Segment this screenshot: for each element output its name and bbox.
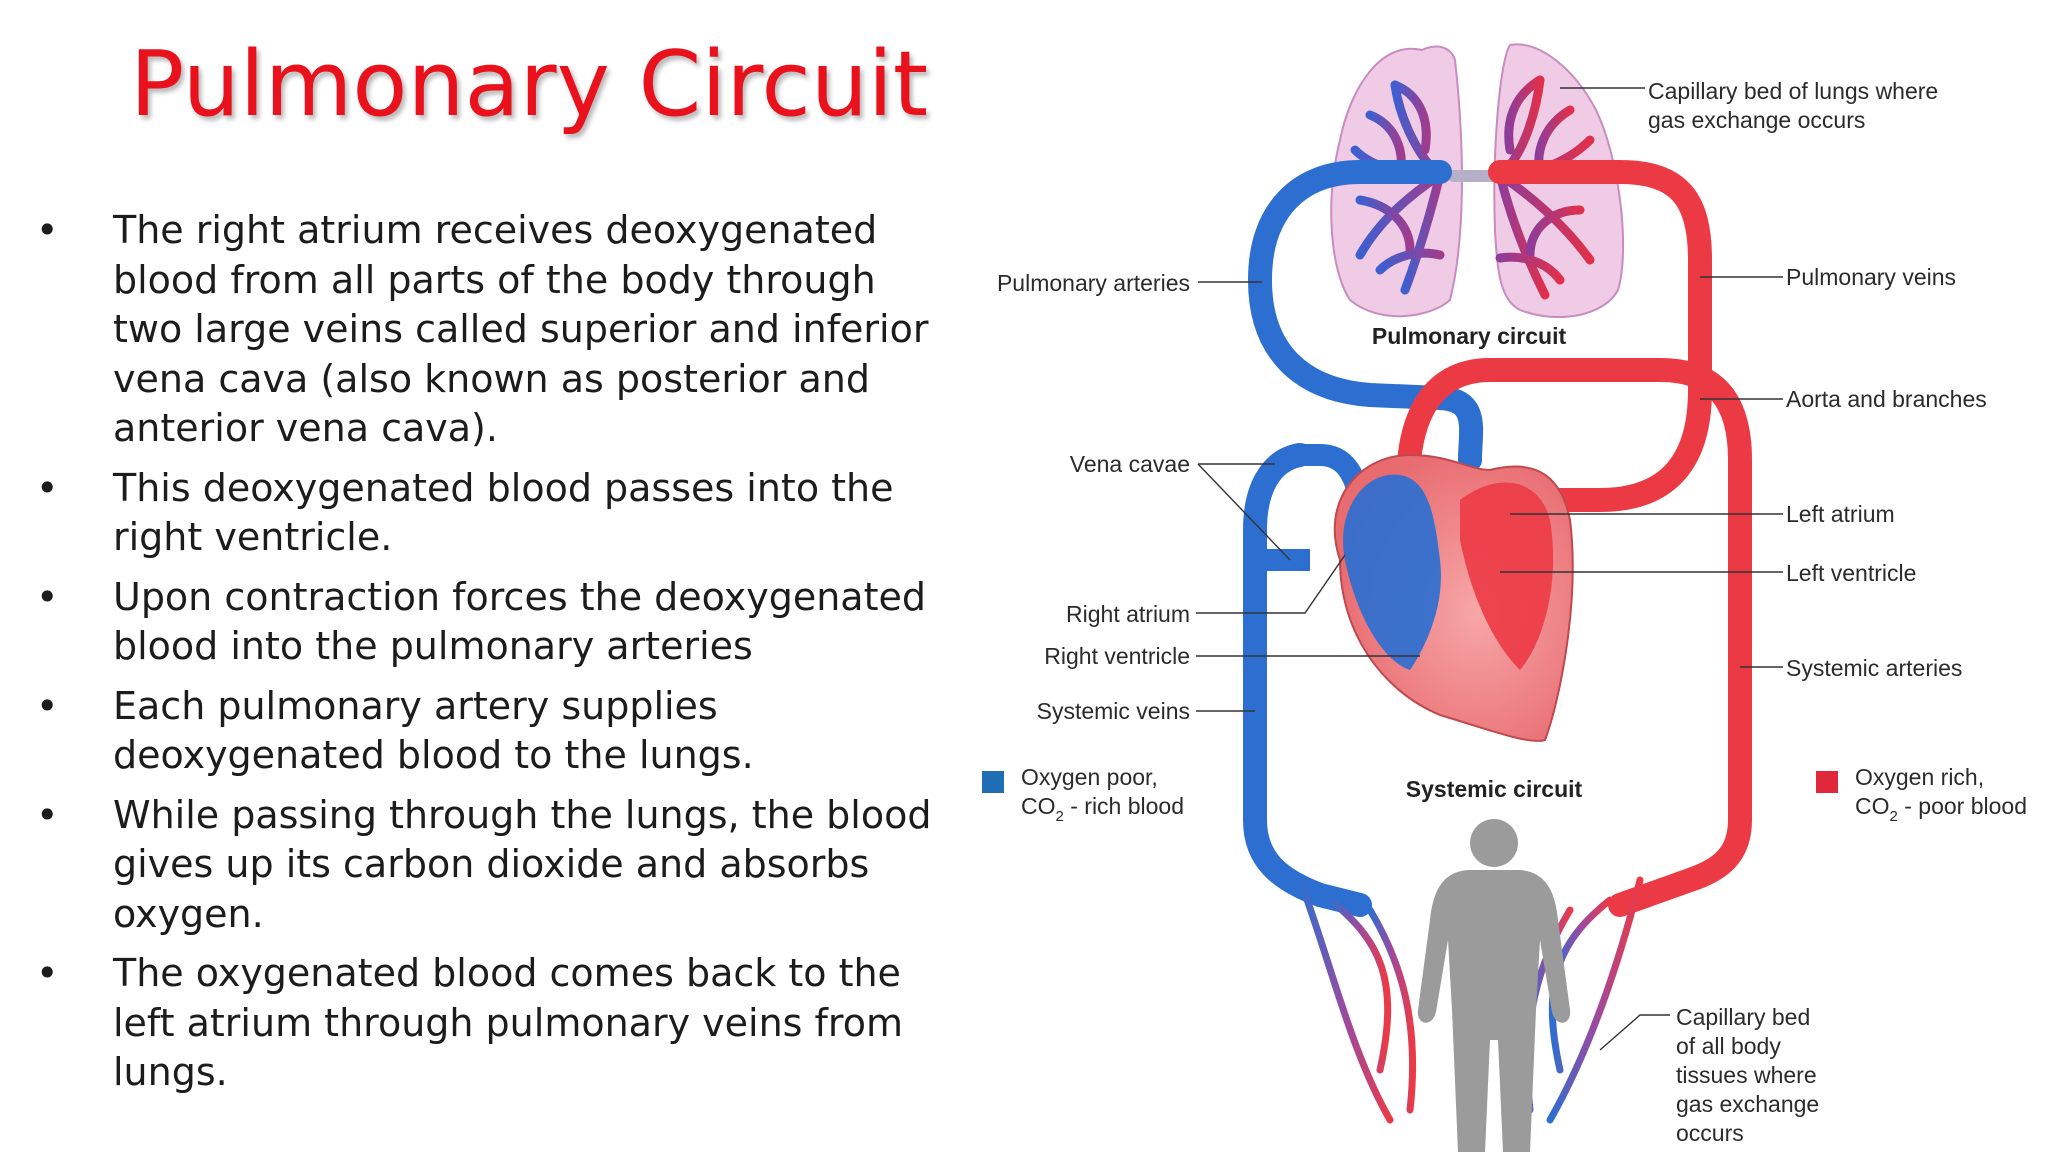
label-left-atrium: Left atrium <box>1786 501 1895 527</box>
legend-oxygen-rich: Oxygen rich, CO2 - poor blood <box>1816 764 2027 825</box>
bullet-item: • The oxygenated blood comes back to the … <box>30 949 940 1098</box>
label-aorta: Aorta and branches <box>1786 386 1987 412</box>
label-capillary-body-line: of all body <box>1676 1033 1781 1059</box>
label-capillary-body-line: tissues where <box>1676 1062 1817 1088</box>
label-systemic-circuit: Systemic circuit <box>1406 776 1583 802</box>
bullet-dot: • <box>36 951 59 995</box>
legend-swatch-red <box>1816 771 1838 793</box>
human-silhouette <box>1417 819 1571 1152</box>
bullet-text: The right atrium receives deoxygenated b… <box>113 208 929 450</box>
bullet-dot: • <box>36 208 59 252</box>
bullet-text: While passing through the lungs, the blo… <box>113 792 932 936</box>
systemic-vein-vessel <box>1243 443 1372 917</box>
aorta-vessel <box>1396 358 1752 917</box>
label-capillary-body-line: gas exchange <box>1676 1091 1819 1117</box>
legend-rich-line1: Oxygen rich, <box>1855 764 1984 790</box>
label-systemic-arteries: Systemic arteries <box>1786 655 1962 681</box>
legend-swatch-blue <box>982 771 1004 793</box>
bullet-text: Each pulmonary artery supplies deoxygena… <box>113 683 754 778</box>
right-heart-chambers <box>1343 474 1441 670</box>
circulation-diagram: Capillary bed of lungs where gas exchang… <box>982 43 2027 1152</box>
label-right-ventricle: Right ventricle <box>1044 643 1190 669</box>
bullet-text: This deoxygenated blood passes into the … <box>113 465 894 560</box>
label-systemic-veins: Systemic veins <box>1037 698 1190 724</box>
label-left-ventricle: Left ventricle <box>1786 560 1916 586</box>
bullet-item: • The right atrium receives deoxygenated … <box>30 206 940 454</box>
bullet-item: • This deoxygenated blood passes into the… <box>30 464 940 563</box>
bullet-dot: • <box>36 792 59 837</box>
legend-poor-line2: CO2 - rich blood <box>1021 793 1184 825</box>
legend-oxygen-poor: Oxygen poor, CO2 - rich blood <box>982 764 1184 825</box>
bullet-list: • The right atrium receives deoxygenated … <box>30 206 940 1108</box>
pulmonary-artery-vessel <box>1247 160 1484 472</box>
bullet-item: • Upon contraction forces the deoxygenat… <box>30 573 940 672</box>
bullet-dot: • <box>36 574 59 619</box>
heart <box>1333 453 1574 742</box>
slide-title: Pulmonary Circuit <box>130 32 929 137</box>
bullet-dot: • <box>36 465 59 510</box>
label-pulmonary-circuit: Pulmonary circuit <box>1372 323 1567 349</box>
leader-lines <box>1196 87 1783 1051</box>
label-capillary-body-line: occurs <box>1676 1120 1744 1146</box>
bullet-dot: • <box>36 683 59 728</box>
bullet-text: The oxygenated blood comes back to the l… <box>113 951 903 1094</box>
label-capillary-body-line: Capillary bed <box>1676 1004 1810 1030</box>
legend-rich-line2: CO2 - poor blood <box>1855 793 2027 825</box>
lung-connector <box>1448 170 1498 182</box>
label-pulmonary-arteries: Pulmonary arteries <box>997 270 1190 296</box>
legend-poor-line1: Oxygen poor, <box>1021 764 1158 790</box>
label-capillary-lungs-line2: gas exchange occurs <box>1648 107 1865 133</box>
label-capillary-lungs-line1: Capillary bed of lungs where <box>1648 78 1938 104</box>
left-heart-chambers <box>1460 482 1554 670</box>
bullet-text: Upon contraction forces the deoxygenated… <box>113 574 926 669</box>
label-vena-cavae: Vena cavae <box>1070 451 1190 477</box>
label-capillary-body: Capillary bed of all body tissues where … <box>1676 1004 1819 1146</box>
label-right-atrium: Right atrium <box>1066 601 1190 627</box>
bullet-item: • While passing through the lungs, the bl… <box>30 791 940 940</box>
label-pulmonary-veins: Pulmonary veins <box>1786 264 1956 290</box>
bullet-item: • Each pulmonary artery supplies deoxygen… <box>30 682 940 781</box>
